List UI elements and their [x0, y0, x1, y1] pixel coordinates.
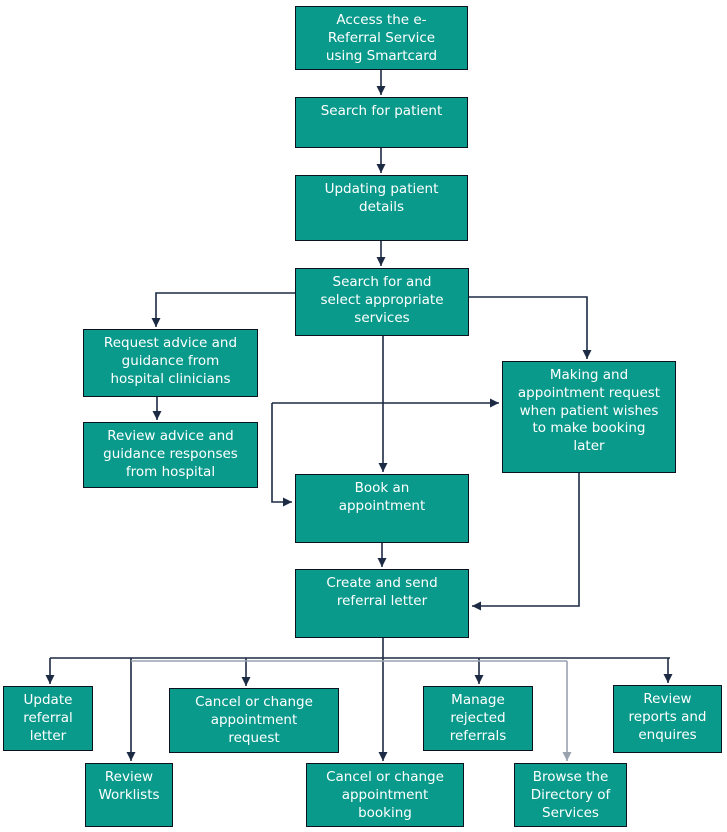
flow-node-update-letter: Update referral letter [3, 686, 93, 751]
flow-node-access-service: Access the e- Referral Service using Sma… [295, 6, 468, 70]
flow-node-review-reports: Review reports and enquires [613, 685, 722, 753]
connector-making-to-create [472, 473, 580, 611]
flow-node-request-advice: Request advice and guidance from hospita… [83, 329, 258, 397]
flow-node-create-send: Create and send referral letter [295, 569, 469, 638]
flow-node-browse-directory: Browse the Directory of Services [514, 763, 627, 827]
flow-node-making-request: Making and appointment request when pati… [502, 361, 676, 473]
flow-node-search-services: Search for and select appropriate servic… [295, 268, 469, 336]
flow-node-review-worklists: Review Worklists [85, 763, 173, 827]
connector-services-to-advice [151, 292, 295, 327]
flow-node-update-details: Updating patient details [295, 175, 468, 241]
flow-node-review-advice: Review advice and guidance responses fro… [83, 422, 258, 488]
flow-node-manage-rejected: Manage rejected referrals [423, 686, 533, 751]
connector-branch-to-book-left [271, 403, 292, 507]
flow-node-search-patient: Search for patient [295, 97, 468, 148]
flow-node-cancel-request: Cancel or change appointment request [169, 688, 339, 753]
flow-node-book-appointment: Book an appointment [295, 474, 469, 543]
connector-services-to-making [469, 296, 592, 359]
flow-node-cancel-booking: Cancel or change appointment booking [306, 763, 464, 827]
